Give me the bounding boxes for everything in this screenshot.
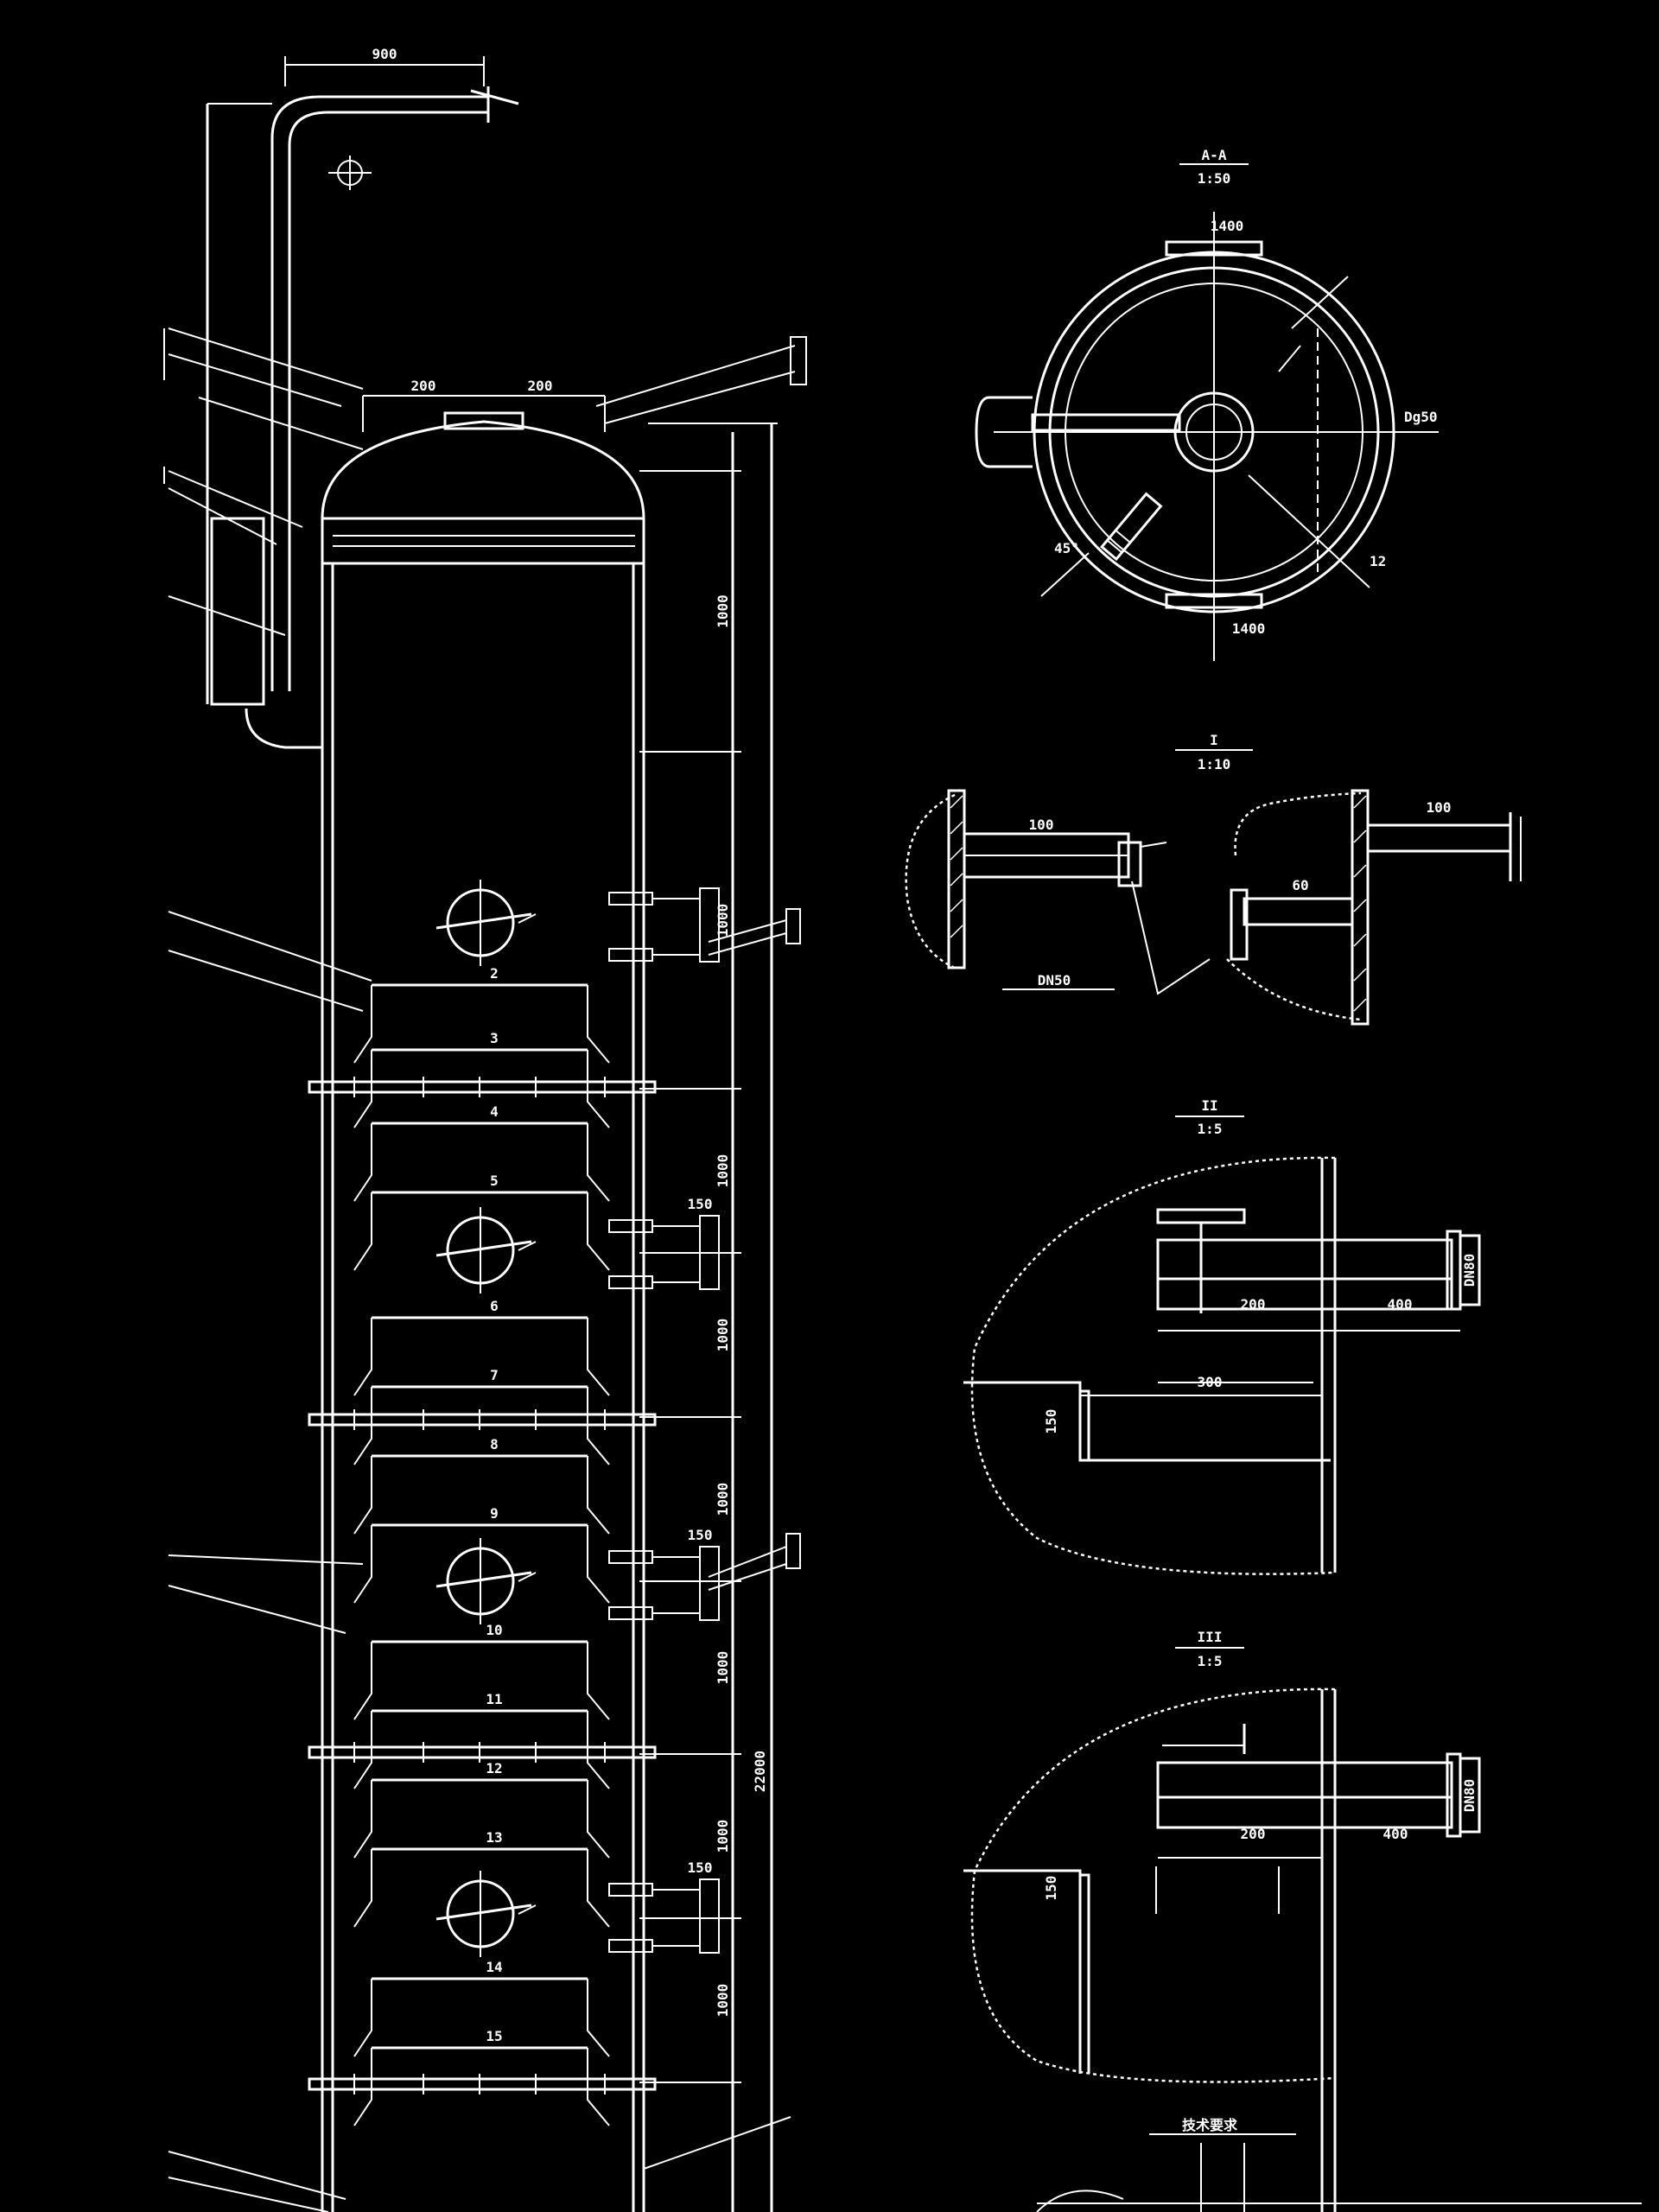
- detail-2-title: II: [1201, 1097, 1217, 1114]
- tray-label: 3: [490, 1030, 499, 1046]
- detail-2-boundary: [970, 1156, 1336, 1575]
- detail-1-label: DN50: [1038, 972, 1071, 988]
- tray-label: 10: [486, 1622, 502, 1638]
- tray-13: 14: [353, 1959, 610, 2057]
- section-inlet-nozzle: [975, 396, 1033, 468]
- manway-group: 150 150 150: [435, 880, 720, 1957]
- manway-dim-label: 150: [688, 1859, 713, 1876]
- tray-6: 7: [353, 1367, 610, 1465]
- tray-label: 8: [490, 1436, 499, 1452]
- detail-ii-view: II 1:5 DN80 200 400 300 150: [963, 1097, 1481, 1575]
- section-title: A-A: [1202, 147, 1227, 163]
- top-nozzle: [443, 411, 524, 430]
- tray-8: 9: [353, 1505, 610, 1604]
- detail-3-scale: 1:5: [1198, 1653, 1223, 1669]
- detail-3-boundary: [970, 1688, 1336, 2083]
- tray-11: 12: [353, 1760, 610, 1859]
- section-right-label: Dg50: [1404, 409, 1438, 425]
- tray-3: 4: [353, 1103, 610, 1202]
- side-dim-label: 1000: [715, 1820, 731, 1853]
- section-bottom-dim: 1400: [1232, 620, 1266, 637]
- flange-joint-group: [308, 1077, 657, 2094]
- side-dim-label: 1000: [715, 594, 731, 628]
- tray-1: 2: [353, 965, 610, 1064]
- tray-label: 7: [490, 1367, 499, 1383]
- table-title: 技术要求: [1182, 2117, 1238, 2133]
- body-flange-4: [308, 2074, 657, 2094]
- top-dimension-label: 900: [372, 46, 397, 62]
- tray-10: 11: [353, 1691, 610, 1789]
- side-dim-label: 1000: [715, 904, 731, 938]
- section-angle-right: 12: [1370, 553, 1386, 569]
- side-dim-label: 1000: [715, 1651, 731, 1685]
- detail-1-dim-3: 60: [1292, 877, 1308, 893]
- total-height-label: 22000: [752, 1751, 768, 1792]
- detail-2-dim-3: 300: [1198, 1374, 1223, 1390]
- tray-9: 10: [353, 1622, 610, 1720]
- detail-3-side-label: DN80: [1461, 1779, 1478, 1813]
- tray-12: 13: [353, 1829, 610, 1928]
- detail-2-dim-2: 400: [1388, 1296, 1413, 1313]
- tray-label: 4: [490, 1103, 499, 1120]
- side-dimension-group: 1000 1000 1000 1000 1000 1000 1000 1000: [639, 470, 741, 2083]
- detail-3-dim-2: 400: [1383, 1826, 1408, 1842]
- detail-i-view: I 1:10 100 DN50 100 60: [905, 732, 1522, 1026]
- manway-dim-label: 150: [688, 1527, 713, 1543]
- section-angle-left: 45°: [1054, 540, 1079, 556]
- detail-3-title: III: [1198, 1629, 1223, 1645]
- detail-2-dim-1: 200: [1241, 1296, 1266, 1313]
- manway-4: 150: [435, 1859, 720, 1957]
- body-flange-3: [308, 1742, 657, 1763]
- detail-1-title: I: [1210, 732, 1218, 748]
- detail-1-dim-1: 100: [1029, 817, 1054, 833]
- technical-table: 技术要求: [1036, 2117, 1642, 2212]
- body-flange-2: [308, 1409, 657, 1430]
- manway-dim-label: 150: [688, 1196, 713, 1212]
- head-dim-1: 200: [411, 378, 436, 394]
- body-flange-1: [308, 1077, 657, 1097]
- manway-2: 150: [435, 1196, 720, 1294]
- detail-2-dim-4: 150: [1043, 1409, 1059, 1434]
- tray-label: 13: [486, 1829, 502, 1846]
- manway-1: [435, 880, 720, 966]
- tray-14: 15: [353, 2028, 610, 2126]
- overhead-pipe: [270, 95, 488, 691]
- tray-5: 6: [353, 1298, 610, 1396]
- tray-label: 5: [490, 1173, 499, 1189]
- section-view-aa: A-A 1:50 1400 1400 Dg50 45° 12: [975, 147, 1439, 661]
- top-flange-demister: [321, 517, 645, 565]
- manway-3: 150: [435, 1527, 720, 1624]
- tray-group: 2 3 4 5 6 7 8 9 10 11 12 13 14 15: [353, 965, 610, 2126]
- detail-1-scale: 1:10: [1198, 756, 1231, 772]
- tray-label: 2: [490, 965, 499, 982]
- side-dim-label: 1000: [715, 1319, 731, 1352]
- tray-label: 15: [486, 2028, 502, 2044]
- detail-2-side-label: DN80: [1461, 1254, 1478, 1287]
- detail-1-dim-2: 100: [1427, 799, 1452, 816]
- section-top-dim: 1400: [1211, 218, 1244, 234]
- section-scale: 1:50: [1198, 170, 1231, 187]
- tray-2: 3: [353, 1030, 610, 1128]
- detail-iii-view: III 1:5 DN80 200 400 150: [963, 1629, 1481, 2212]
- detail-2-scale: 1:5: [1198, 1121, 1223, 1137]
- tray-4: 5: [353, 1173, 610, 1271]
- top-head: [321, 420, 645, 519]
- tray-label: 11: [486, 1691, 502, 1707]
- side-dim-label: 1000: [715, 1483, 731, 1516]
- side-dim-label: 1000: [715, 1984, 731, 2018]
- tray-label: 6: [490, 1298, 499, 1314]
- column-elevation-view: 900 200 200: [163, 46, 807, 2212]
- tray-label: 14: [486, 1959, 502, 1975]
- section-angled-nozzle: [1099, 492, 1163, 562]
- detail-3-dim-3: 150: [1043, 1876, 1059, 1901]
- tray-label: 9: [490, 1505, 499, 1522]
- detail-3-dim-1: 200: [1241, 1826, 1266, 1842]
- head-dim-2: 200: [528, 378, 553, 394]
- tray-7: 8: [353, 1436, 610, 1535]
- side-dim-label: 1000: [715, 1154, 731, 1188]
- tray-label: 12: [486, 1760, 502, 1777]
